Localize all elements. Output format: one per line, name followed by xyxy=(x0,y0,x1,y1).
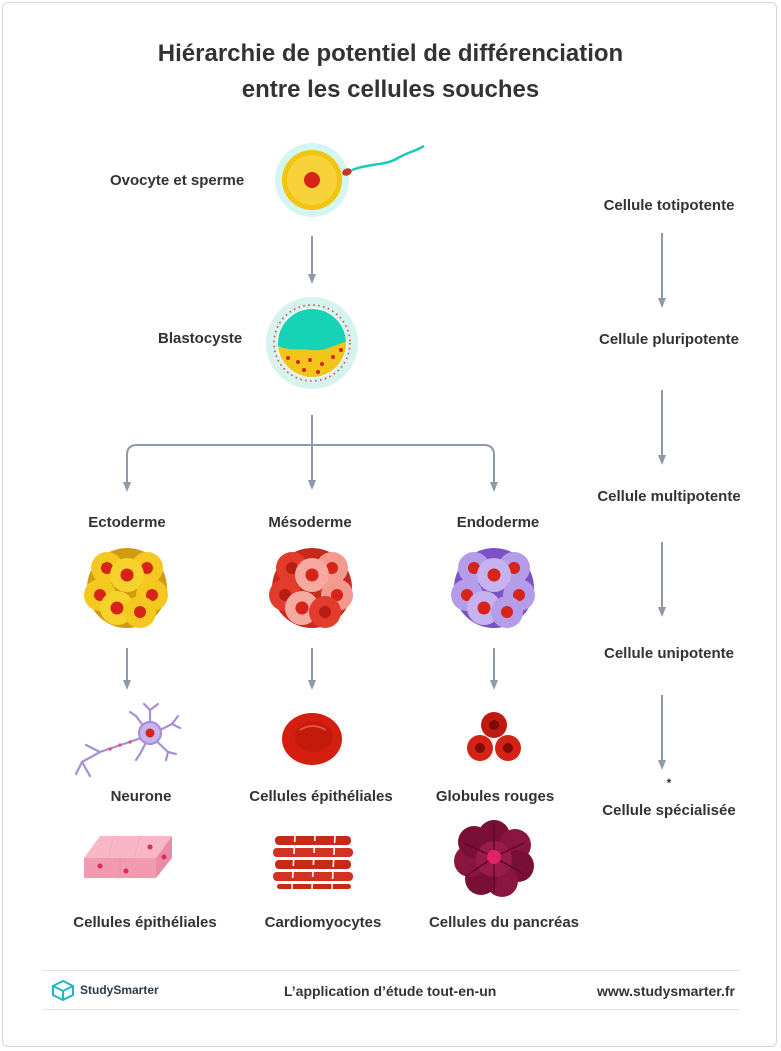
red-cell-icon xyxy=(282,713,342,765)
oocyte-sperm-icon xyxy=(275,143,425,217)
label-asterisk: * xyxy=(666,776,672,790)
neuron-icon xyxy=(74,702,182,778)
label-ectoderm-epithelial: Cellules épithéliales xyxy=(73,914,217,931)
label-cardiomyocytes: Cardiomyocytes xyxy=(264,914,382,931)
red-blood-cells-icon xyxy=(467,712,521,761)
label-multipotent: Cellule multipotente xyxy=(597,488,741,505)
endoderm-cluster-icon xyxy=(451,548,535,628)
footer-divider-bottom xyxy=(42,1009,740,1010)
blastocyst-icon xyxy=(266,297,358,389)
label-blastocyst: Blastocyste xyxy=(158,330,243,347)
studysmarter-logo-icon xyxy=(52,979,74,1002)
label-unipotent: Cellule unipotente xyxy=(603,645,735,662)
label-mesoderm: Mésoderme xyxy=(268,514,352,531)
pancreas-cell-icon xyxy=(454,820,534,897)
footer-divider-top xyxy=(42,970,740,971)
mesoderm-cluster-icon xyxy=(269,548,353,628)
label-mesoderm-epithelial: Cellules épithéliales xyxy=(249,788,393,805)
label-oocyte-sperm: Ovocyte et sperme xyxy=(110,172,245,189)
label-specialized: Cellule spécialisée xyxy=(602,802,736,819)
label-totipotent: Cellule totipotente xyxy=(603,197,735,214)
epithelial-block-icon xyxy=(84,835,172,878)
diagram-title: Hiérarchie de potentiel de différenciati… xyxy=(0,36,781,108)
cardiomyocytes-icon xyxy=(273,835,353,890)
label-red-blood-cells: Globules rouges xyxy=(435,788,555,805)
label-ectoderm: Ectoderme xyxy=(88,514,166,531)
footer-website-link[interactable]: www.studysmarter.fr xyxy=(597,983,735,999)
label-pluripotent: Cellule pluripotente xyxy=(598,331,740,348)
branch-connector xyxy=(123,415,498,492)
footer-brand[interactable]: StudySmarter xyxy=(80,983,159,997)
label-pancreas-cells: Cellules du pancréas xyxy=(428,914,580,931)
label-neuron: Neurone xyxy=(110,788,172,805)
footer-tagline: L’application d’étude tout-en-un xyxy=(284,983,497,999)
ectoderm-cluster-icon xyxy=(84,548,168,628)
label-endoderm: Endoderme xyxy=(456,514,540,531)
title-line-2: entre les cellules souches xyxy=(241,76,540,103)
brand-name: StudySmarter xyxy=(80,983,159,997)
title-line-1: Hiérarchie de potentiel de différenciati… xyxy=(157,40,624,67)
